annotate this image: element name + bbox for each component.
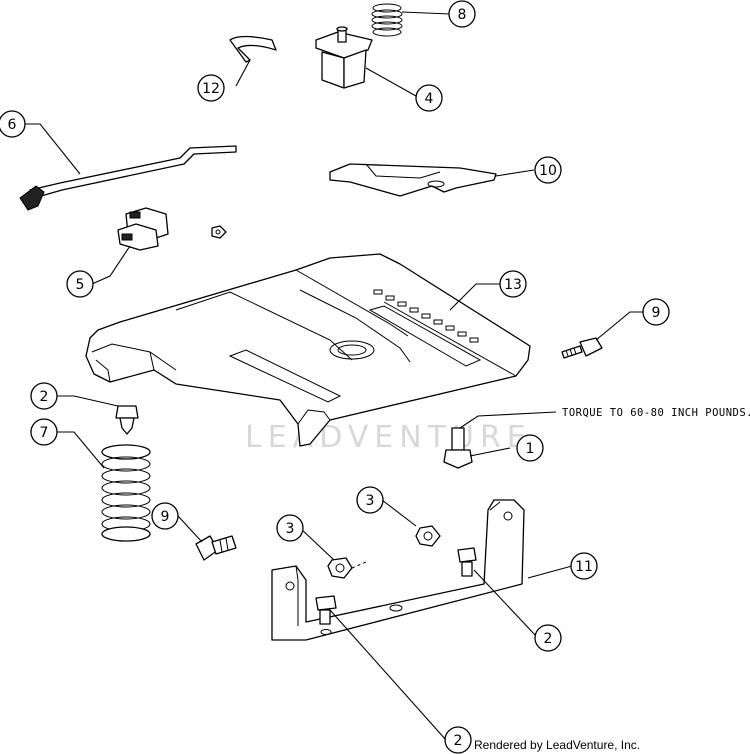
svg-text:2: 2 bbox=[40, 389, 49, 405]
watermark-text: LEADVENTURE bbox=[245, 420, 532, 455]
svg-text:5: 5 bbox=[76, 277, 85, 293]
part-13-seat-pan bbox=[85, 253, 531, 447]
callout-3-upper[interactable]: 3 bbox=[356, 486, 384, 514]
svg-text:3: 3 bbox=[286, 521, 295, 537]
part-8-spring bbox=[371, 3, 403, 37]
svg-text:3: 3 bbox=[366, 493, 375, 509]
svg-text:9: 9 bbox=[161, 509, 170, 525]
part-4-switch bbox=[315, 26, 373, 89]
callout-11[interactable]: 11 bbox=[570, 552, 598, 580]
part-9-bolt-left bbox=[195, 535, 237, 561]
callout-5[interactable]: 5 bbox=[66, 270, 94, 298]
callout-2-bracket-right[interactable]: 2 bbox=[534, 624, 562, 652]
callout-2-left[interactable]: 2 bbox=[30, 382, 58, 410]
callout-6[interactable]: 6 bbox=[0, 110, 26, 138]
part-2-bolt-left bbox=[115, 405, 139, 435]
svg-text:9: 9 bbox=[652, 305, 661, 321]
callout-12[interactable]: 12 bbox=[197, 74, 225, 102]
svg-text:8: 8 bbox=[458, 7, 467, 23]
callout-7[interactable]: 7 bbox=[30, 418, 58, 446]
svg-text:10: 10 bbox=[539, 163, 557, 179]
callout-2-bracket-left[interactable]: 2 bbox=[444, 726, 472, 754]
callout-4[interactable]: 4 bbox=[415, 84, 443, 112]
callout-1[interactable]: 1 bbox=[516, 434, 544, 462]
part-2-bolt-bracket-left bbox=[315, 595, 337, 625]
part-7-spring bbox=[101, 444, 151, 542]
leader-lines bbox=[22, 11, 644, 741]
part-1-bolt bbox=[443, 427, 473, 469]
callout-3-lower[interactable]: 3 bbox=[276, 514, 304, 542]
small-nut bbox=[211, 225, 227, 239]
svg-text:2: 2 bbox=[544, 631, 553, 647]
callout-9-left[interactable]: 9 bbox=[151, 502, 179, 530]
callout-10[interactable]: 10 bbox=[534, 156, 562, 184]
torque-note: TORQUE TO 60-80 INCH POUNDS. bbox=[562, 407, 750, 419]
part-11-base-bracket bbox=[271, 499, 525, 641]
part-5-harness bbox=[117, 207, 169, 251]
svg-text:1: 1 bbox=[526, 441, 535, 457]
svg-text:13: 13 bbox=[504, 277, 522, 293]
part-12-clip bbox=[229, 35, 277, 63]
callout-9-right[interactable]: 9 bbox=[642, 298, 670, 326]
callout-13[interactable]: 13 bbox=[499, 270, 527, 298]
part-2-bolt-bracket-right bbox=[457, 547, 477, 577]
svg-text:12: 12 bbox=[202, 81, 220, 97]
svg-text:4: 4 bbox=[425, 91, 434, 107]
part-3-nut-lower bbox=[327, 557, 367, 579]
credit-text: Rendered by LeadVenture, Inc. bbox=[474, 738, 640, 752]
svg-text:2: 2 bbox=[454, 733, 463, 749]
part-3-nut-upper bbox=[415, 525, 441, 547]
part-10-bracket bbox=[329, 163, 497, 197]
part-6-cable-tie bbox=[19, 145, 237, 211]
part-9-bolt-right bbox=[561, 337, 603, 359]
callout-8[interactable]: 8 bbox=[448, 0, 476, 28]
svg-text:6: 6 bbox=[8, 117, 17, 133]
svg-text:7: 7 bbox=[40, 425, 49, 441]
svg-text:11: 11 bbox=[575, 559, 593, 575]
